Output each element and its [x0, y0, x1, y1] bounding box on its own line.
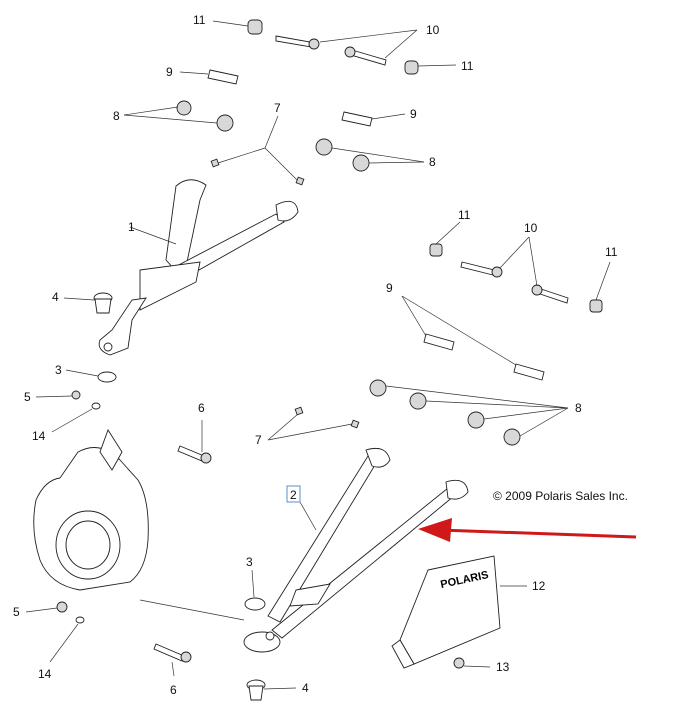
ball-joint-4-top: [63, 292, 113, 314]
callout-7: 7: [274, 101, 281, 115]
sleeve-9-mid: [401, 295, 545, 381]
fastener-7-top: [210, 115, 305, 186]
callout-10: 10: [426, 23, 440, 37]
washer-14-bottom: [49, 616, 85, 663]
snap-ring-3-top: [65, 369, 117, 383]
bolt-10-mid-a: [460, 261, 503, 278]
callout-14: 14: [38, 667, 52, 681]
leader-10a: [319, 29, 418, 43]
callout-11: 11: [458, 208, 471, 222]
callout-4: 4: [302, 681, 309, 695]
callout-10: 10: [524, 221, 538, 235]
upper-control-arm: [98, 179, 299, 356]
callout-2-box: [286, 485, 301, 503]
bushing-8-right-top: [315, 138, 425, 172]
nut-11-top: [212, 19, 263, 35]
fastener-7-bottom: [267, 406, 360, 441]
leader-10a2: [384, 29, 418, 59]
skid-plate: POLARIS: [391, 555, 527, 669]
sleeve-9-top: [179, 69, 239, 85]
bolt-13: [453, 657, 491, 669]
leader-10b: [499, 236, 530, 269]
callout-3: 3: [246, 555, 253, 569]
nut-11-mid-right: [589, 261, 611, 313]
callout-11: 11: [461, 59, 474, 73]
leader-10b2: [528, 236, 538, 287]
ball-joint-4-bottom: [246, 679, 297, 701]
callout-6: 6: [198, 401, 205, 415]
nut-11-mid-left: [429, 221, 461, 257]
callout-9: 9: [166, 65, 173, 79]
highlight-arrow: [418, 518, 637, 542]
callout-13: 13: [496, 660, 510, 674]
leader-2: [299, 501, 317, 531]
bolt-10-top-right: [344, 46, 387, 66]
callout-8: 8: [113, 109, 120, 123]
callout-2: 2: [290, 488, 297, 502]
callout-5: 5: [13, 605, 20, 619]
callout-11: 11: [193, 13, 206, 27]
callout-5: 5: [24, 390, 31, 404]
nut-5-bottom: [25, 601, 68, 613]
callout-14: 14: [32, 429, 46, 443]
washer-14-top: [51, 402, 101, 433]
callout-8: 8: [575, 401, 582, 415]
snap-ring-3-bottom: [244, 569, 266, 611]
callout-3: 3: [55, 363, 62, 377]
callout-7: 7: [255, 433, 262, 447]
callout-9: 9: [386, 281, 393, 295]
callout-12: 12: [532, 579, 546, 593]
bushing-8-mid: [369, 379, 569, 446]
nut-5-top: [35, 390, 81, 400]
steering-knuckle: [33, 428, 245, 621]
callout-9: 9: [410, 107, 417, 121]
bolt-6-top: [177, 420, 212, 464]
bushing-8-top-left: [123, 100, 234, 132]
bolt-10-top-left: [275, 35, 320, 50]
callout-8: 8: [429, 155, 436, 169]
callout-4: 4: [52, 290, 59, 304]
copyright-notice: © 2009 Polaris Sales Inc.: [493, 489, 628, 503]
callout-11: 11: [605, 245, 618, 259]
callout-1: 1: [128, 220, 135, 234]
sleeve-9-right-top: [341, 111, 406, 127]
bolt-6-bottom: [153, 643, 192, 677]
callout-6: 6: [170, 683, 177, 697]
bolt-10-mid-b: [531, 284, 569, 304]
nut-11-top-right: [404, 60, 457, 75]
lower-control-arm: [243, 447, 469, 653]
